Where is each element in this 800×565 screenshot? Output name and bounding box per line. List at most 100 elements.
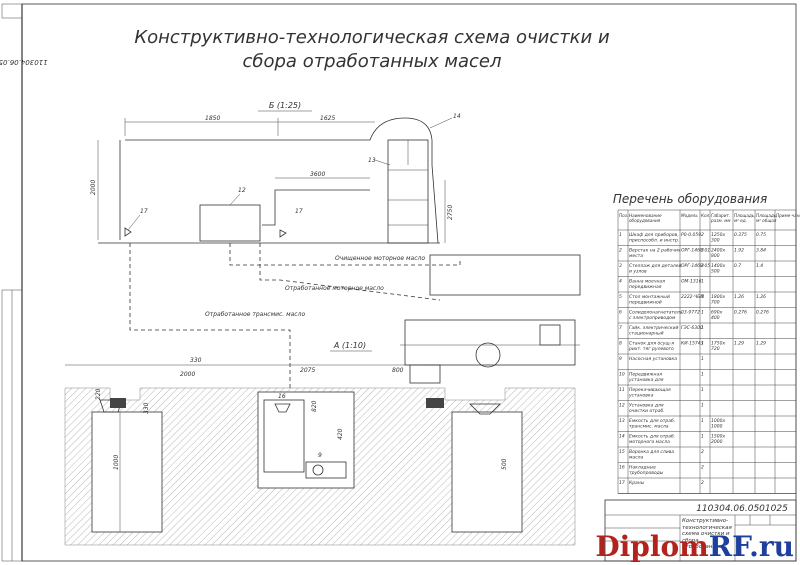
table-cell: 9	[619, 356, 622, 362]
table-cell: 1	[701, 418, 704, 424]
dim-2075: 800	[392, 367, 404, 374]
table-header-cell: Модель	[681, 213, 698, 218]
table-cell: 1.26	[756, 294, 766, 300]
callout-9: 9	[318, 452, 322, 459]
table-cell: 0.7	[734, 263, 741, 269]
pipe-label-clean: Очищенное моторное масло	[335, 255, 425, 262]
drawing-title-line1: Конструктивно-технологическая схема очис…	[134, 27, 610, 48]
table-cell: Насосная установка	[629, 356, 677, 362]
dim-1850: 1850	[205, 115, 220, 122]
dim-2750: 330	[190, 357, 202, 364]
doc-code-rotated: 110304.06.0501025	[0, 58, 48, 66]
section-a-label: А (1:10)	[333, 341, 366, 350]
inspection-pit-right	[451, 411, 523, 533]
callout-14: 14	[453, 113, 461, 120]
table-cell: 0.375	[734, 232, 747, 238]
table-cell: 1	[701, 279, 704, 285]
dim-1000: 420	[337, 428, 344, 440]
table-cell: 10	[619, 372, 625, 378]
watermark-part2: RF.ru	[708, 530, 794, 563]
dim-330: 2000	[180, 371, 195, 378]
table-cell: 2	[701, 480, 704, 486]
dim-2000-b: 2750	[447, 205, 454, 220]
cleaning-unit	[199, 204, 261, 242]
table-cell: 1.29	[756, 341, 766, 347]
table-cell: Краны	[629, 480, 645, 486]
table-cell: 2	[619, 248, 622, 254]
table-cell: 1.29	[734, 341, 744, 347]
table-cell: 17	[619, 480, 625, 486]
table-header-cell: Площадь,м² общая	[756, 213, 778, 223]
table-cell: ОРГ-1468-01	[681, 248, 710, 254]
table-cell: 7	[619, 325, 622, 331]
table-cell: 12	[619, 403, 625, 409]
table-cell: 1	[619, 232, 622, 238]
table-cell: 2	[701, 465, 704, 471]
table-cell: 1	[701, 403, 704, 409]
callout-17-left: 17	[140, 208, 148, 215]
section-b-label: Б (1:25)	[269, 101, 301, 110]
table-cell: Р0-0.059	[681, 232, 701, 238]
dim-3600: 3600	[310, 171, 325, 178]
stamp-code: 110304.06.0501025	[696, 504, 788, 514]
table-cell: 5	[619, 294, 622, 300]
table-cell: 16	[619, 465, 625, 471]
table-cell: ОМ-1316	[681, 279, 702, 285]
table-cell: 1	[701, 294, 704, 300]
table-cell: 8	[619, 341, 622, 347]
table-cell: 0.75	[756, 232, 766, 238]
table-cell: 1.26	[734, 294, 744, 300]
table-cell: 13	[619, 418, 625, 424]
table-cell: 3.84	[756, 248, 766, 254]
table-cell: 2222-ЧБМ	[681, 294, 704, 300]
table-header-cell: Кол.	[701, 213, 711, 218]
table-cell: 1.92	[734, 248, 744, 254]
table-cell: 1	[701, 341, 704, 347]
dim-2000-a: 2075	[300, 367, 315, 374]
table-cell: 0.276	[734, 310, 747, 316]
callout-16: 16	[278, 393, 286, 400]
table-cell: 1	[701, 325, 704, 331]
table-cell: Шкаф для приборов,приспособл. и инстр.	[629, 232, 679, 244]
table-cell: 1.4	[756, 263, 763, 269]
drain-funnel	[469, 403, 501, 415]
pipe-label-spent-trans: Отработанное трансмис. масло	[205, 311, 305, 318]
table-cell: 2	[701, 263, 704, 269]
table-cell: 1	[701, 356, 704, 362]
pipe-clean	[229, 243, 461, 266]
equipment-list-heading: Перечень оборудования	[613, 192, 767, 206]
table-cell: 0.276	[756, 310, 769, 316]
table-cell: 2	[701, 449, 704, 455]
table-cell: 14	[619, 434, 625, 440]
table-cell: 03-9772	[681, 310, 700, 316]
table-cell: 1	[701, 310, 704, 316]
dim-800: 1000	[113, 455, 120, 470]
dim-420: 820	[311, 400, 318, 412]
dim-3000: 2000	[90, 180, 97, 195]
table-cell: 2	[701, 232, 704, 238]
table-cell: 3	[619, 263, 622, 269]
table-header-cell: Площадь,м² ед.	[734, 213, 756, 223]
dim-500: 220	[95, 388, 102, 400]
table-cell: 11	[619, 387, 625, 393]
watermark-part1: Diplom	[595, 530, 709, 563]
stamp-drawing-name: Конструктивно-технологическая схема очис…	[682, 518, 732, 548]
